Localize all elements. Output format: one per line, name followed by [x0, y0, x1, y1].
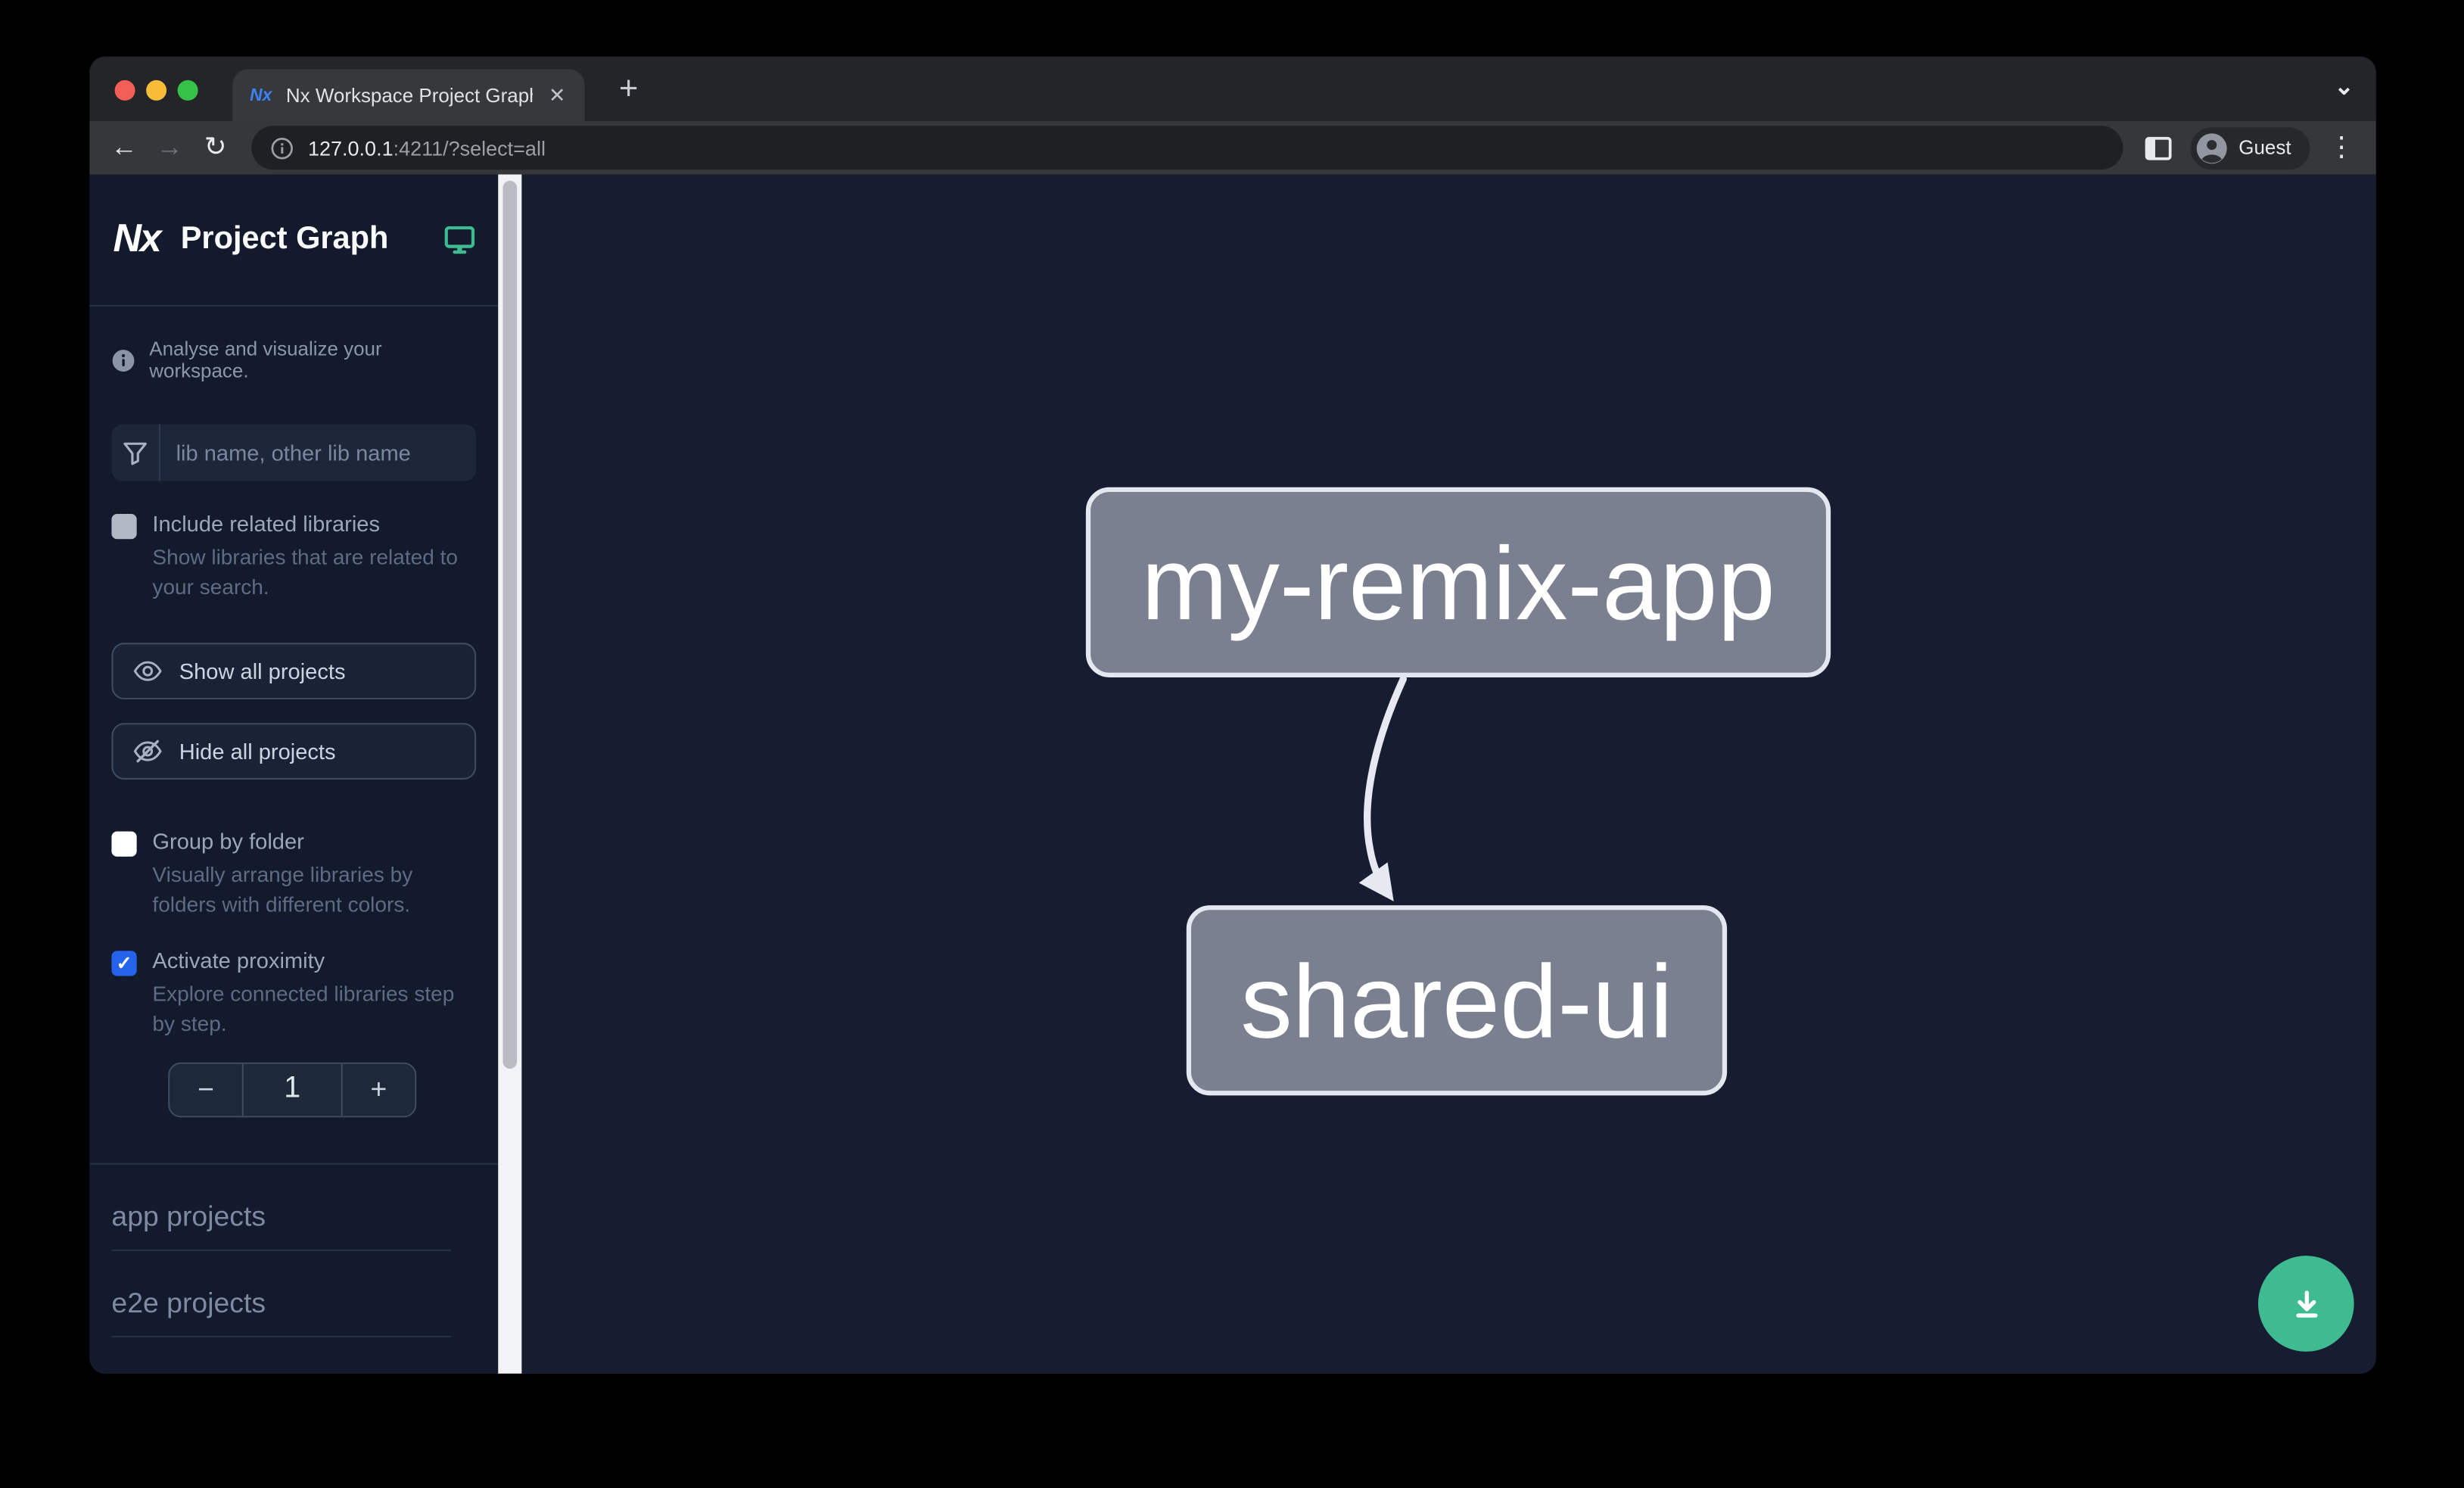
include-related-label: Include related libraries — [152, 510, 381, 537]
fullscreen-window-button[interactable] — [177, 79, 198, 101]
browser-toolbar: ← → ↻ 127.0.0.1:4211/?select=all — [89, 120, 2376, 175]
group-by-folder-option: Group by folder Visually arrange librari… — [111, 829, 476, 920]
download-icon — [2287, 1285, 2325, 1323]
minimize-window-button[interactable] — [146, 79, 167, 101]
tab-close-icon[interactable]: ✕ — [548, 82, 566, 107]
include-related-checkbox[interactable] — [111, 514, 137, 540]
proximity-stepper: − 1 + — [168, 1062, 417, 1118]
new-tab-button[interactable]: + — [618, 70, 639, 107]
sidebar-divider — [89, 1163, 499, 1165]
scrollbar-thumb[interactable] — [502, 180, 518, 1069]
close-window-button[interactable] — [114, 79, 135, 101]
include-related-description: Show libraries that are related to your … — [152, 545, 459, 599]
filter-box — [111, 424, 477, 481]
graph-canvas[interactable]: my-remix-app shared-ui — [521, 174, 2376, 1374]
tagline-row: Analyse and visualize your workspace. — [111, 338, 476, 382]
avatar — [2195, 131, 2228, 164]
activate-proximity-label: Activate proximity — [152, 947, 325, 973]
profile-name: Guest — [2238, 136, 2291, 159]
back-button[interactable]: ← — [110, 132, 138, 162]
proximity-decrement-button[interactable]: − — [170, 1063, 244, 1116]
activate-proximity-checkbox[interactable]: ✓ — [111, 950, 137, 976]
include-related-option: Include related libraries Show libraries… — [111, 511, 476, 602]
section-e2e-projects: e2e projects — [111, 1251, 451, 1337]
url-host: 127.0.0.1 — [307, 135, 394, 160]
browser-window: Nx Nx Workspace Project Graph ✕ + ⌄ ← → … — [89, 56, 2376, 1374]
sidebar-scrollbar — [498, 174, 522, 1374]
side-panel-icon[interactable] — [2138, 127, 2179, 168]
sidebar-body: Analyse and visualize your workspace. — [89, 307, 499, 1337]
proximity-increment-button[interactable]: + — [341, 1063, 415, 1116]
hide-all-projects-button[interactable]: Hide all projects — [111, 723, 477, 780]
page-title: Project Graph — [180, 221, 389, 257]
eye-icon — [133, 661, 162, 683]
nx-logo: Nx — [113, 216, 162, 261]
group-by-folder-description: Visually arrange libraries by folders wi… — [152, 863, 413, 917]
activate-proximity-option: ✓ Activate proximity Explore connected l… — [111, 947, 476, 1038]
browser-menu-icon[interactable]: ⋮ — [2328, 132, 2355, 162]
download-graph-button[interactable] — [2257, 1256, 2354, 1352]
tab-nx-project-graph[interactable]: Nx Nx Workspace Project Graph ✕ — [232, 69, 585, 121]
url-path: :4211/?select=all — [393, 135, 546, 160]
forward-button[interactable]: → — [156, 132, 183, 162]
nx-favicon-icon: Nx — [250, 86, 272, 105]
reload-button[interactable]: ↻ — [204, 132, 227, 162]
site-info-icon[interactable] — [270, 136, 294, 160]
node-label: shared-ui — [1240, 942, 1673, 1059]
info-icon — [111, 348, 135, 372]
show-all-projects-label: Show all projects — [179, 658, 346, 684]
check-icon: ✓ — [116, 951, 132, 974]
group-by-folder-label: Group by folder — [152, 828, 304, 855]
node-my-remix-app[interactable]: my-remix-app — [1085, 487, 1831, 677]
node-shared-ui[interactable]: shared-ui — [1186, 905, 1728, 1096]
profile-button[interactable]: Guest — [2189, 126, 2310, 170]
sidebar-header: Nx Project Graph — [89, 174, 499, 307]
filter-funnel-icon — [111, 424, 160, 481]
eye-off-icon — [133, 739, 162, 764]
tab-title: Nx Workspace Project Graph — [285, 84, 534, 107]
page-content: Nx Project Graph — [89, 174, 2376, 1374]
show-all-projects-button[interactable]: Show all projects — [111, 643, 477, 700]
activate-proximity-description: Explore connected libraries step by step… — [152, 982, 455, 1035]
group-by-folder-checkbox[interactable] — [111, 832, 137, 858]
proximity-value[interactable]: 1 — [284, 1072, 301, 1106]
url-text: 127.0.0.1:4211/?select=all — [308, 136, 546, 160]
filter-input[interactable] — [160, 424, 477, 481]
edge-my-remix-app-to-shared-ui — [1358, 675, 1408, 901]
hide-all-projects-label: Hide all projects — [179, 739, 336, 764]
monitor-icon — [444, 225, 475, 254]
tagline-text: Analyse and visualize your workspace. — [149, 338, 382, 382]
sidebar: Nx Project Graph — [89, 174, 499, 1374]
tab-search-chevron-icon[interactable]: ⌄ — [2334, 73, 2354, 101]
address-bar[interactable]: 127.0.0.1:4211/?select=all — [251, 126, 2123, 170]
section-app-projects: app projects — [111, 1165, 451, 1251]
window-controls — [114, 79, 198, 101]
node-label: my-remix-app — [1141, 524, 1775, 641]
tab-strip: Nx Nx Workspace Project Graph ✕ + ⌄ — [89, 56, 2376, 121]
